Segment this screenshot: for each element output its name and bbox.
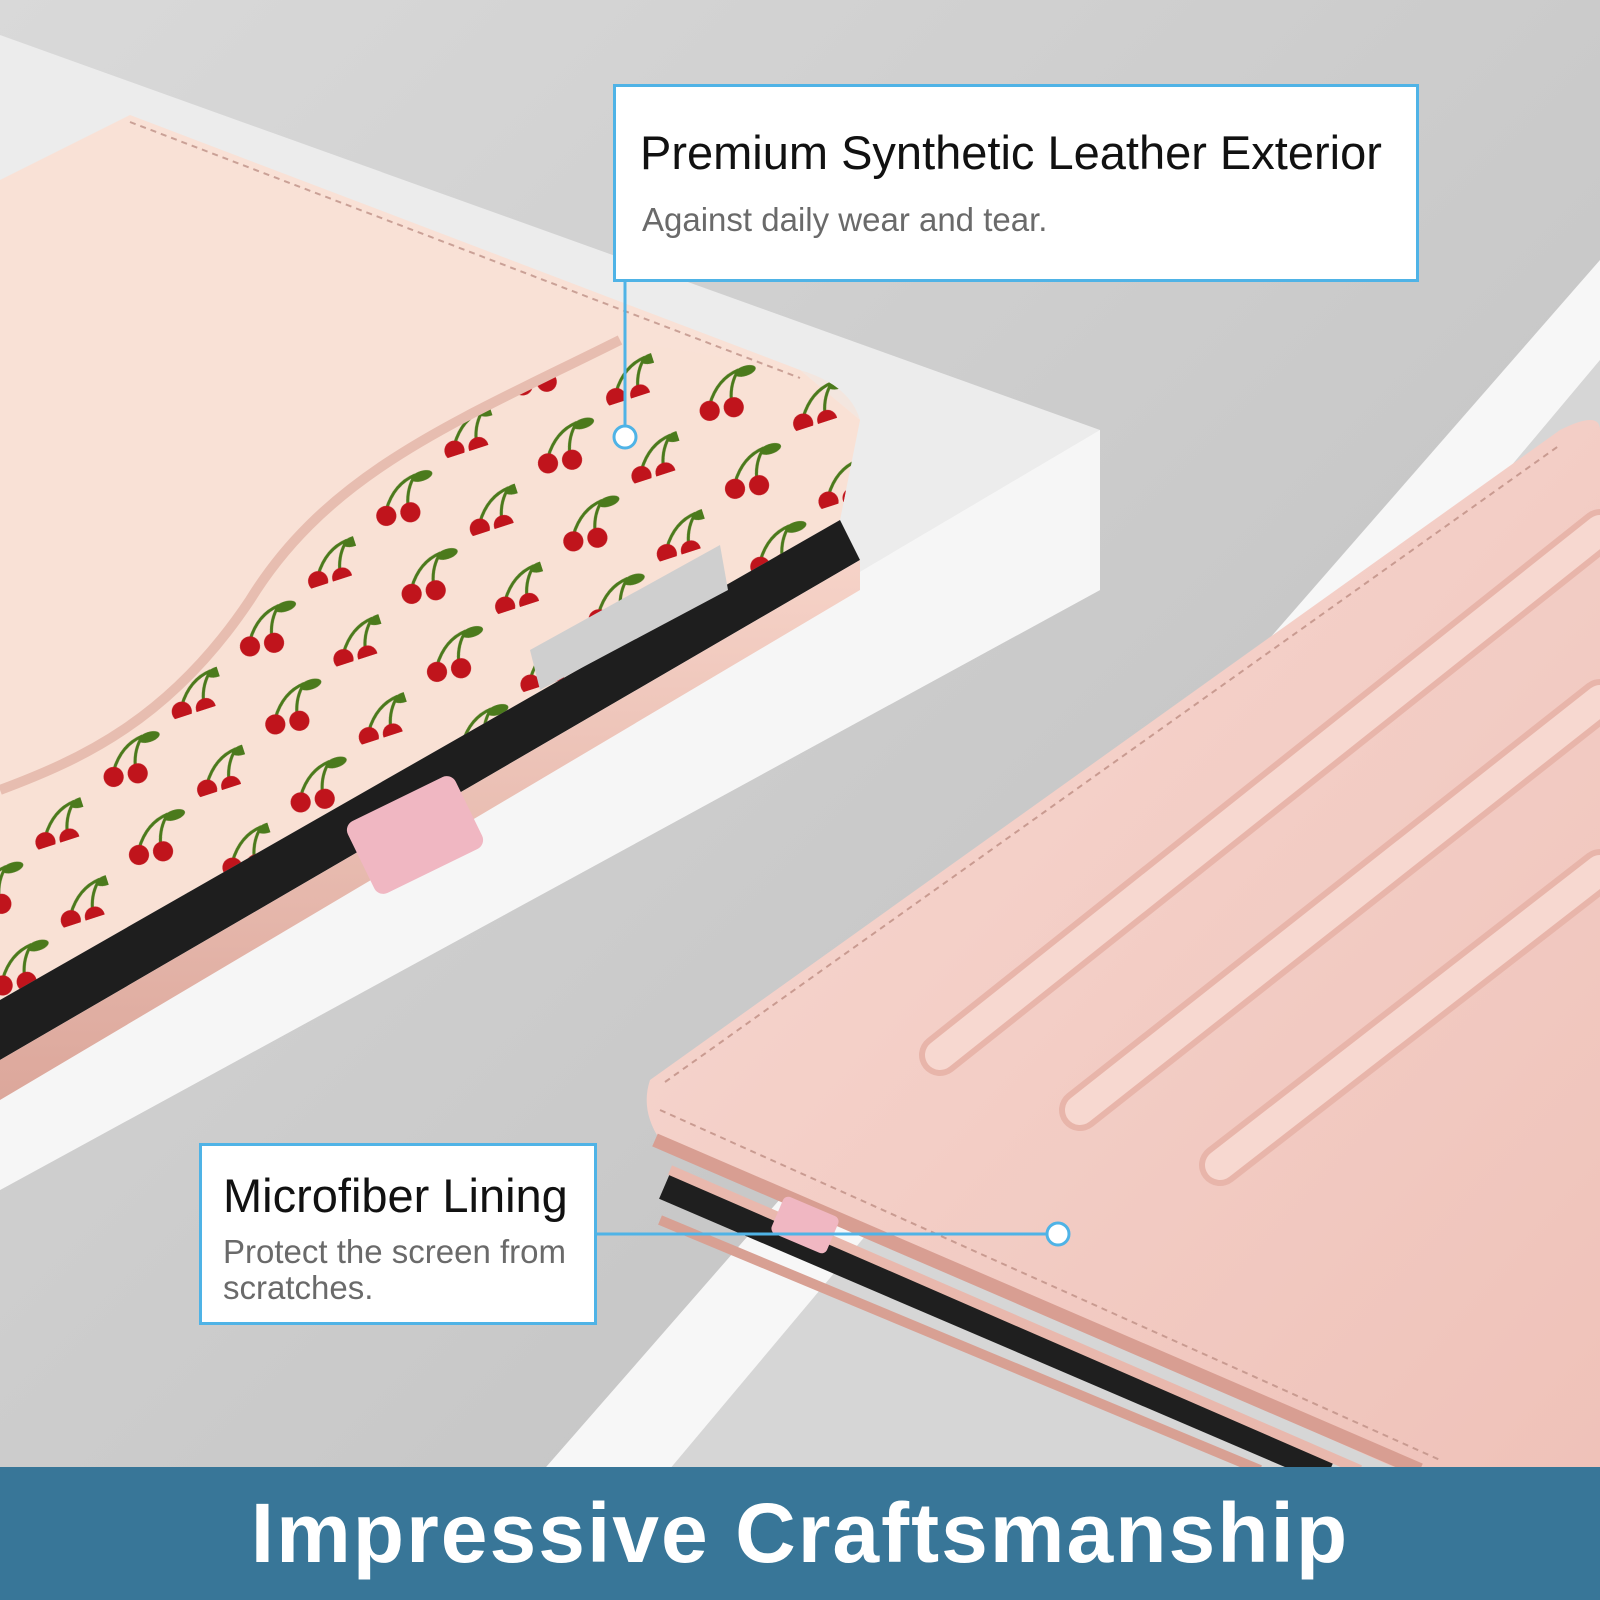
cherry-case (0, 115, 860, 1100)
callout-lining: Microfiber Lining Protect the screen fro… (199, 1143, 597, 1325)
callout-lining-subtitle: Protect the screen from scratches. (223, 1233, 566, 1306)
pink-case (646, 420, 1600, 1484)
lining-leader-dot (1045, 1221, 1071, 1247)
pedestal-left-side (0, 430, 1100, 1190)
footer-banner: Impressive Craftsmanship (0, 1467, 1600, 1600)
exterior-leader-dot (612, 424, 638, 450)
callout-exterior-subtitle: Against daily wear and tear. (642, 201, 1048, 238)
callout-exterior: Premium Synthetic Leather Exterior Again… (613, 84, 1419, 282)
callout-lining-title: Microfiber Lining (223, 1169, 568, 1222)
callout-exterior-title: Premium Synthetic Leather Exterior (640, 126, 1382, 179)
banner-title: Impressive Craftsmanship (250, 1486, 1350, 1580)
